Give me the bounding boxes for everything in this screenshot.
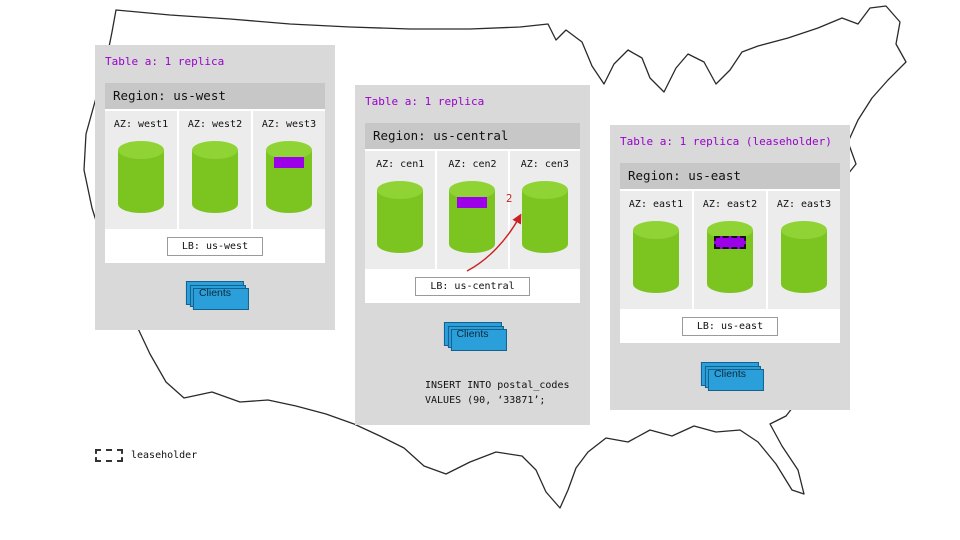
cylinder-icon — [633, 221, 679, 293]
az-column: AZ: west2 — [179, 111, 251, 229]
region-panel-us-central: Table a: 1 replica Region: us-central AZ… — [355, 85, 590, 425]
panel-title: Table a: 1 replica — [105, 55, 225, 68]
az-column: AZ: cen2 — [437, 151, 508, 269]
panel-title: Table a: 1 replica — [365, 95, 485, 108]
az-label: AZ: east2 — [702, 199, 758, 210]
cylinder-icon — [377, 181, 424, 253]
cylinder-icon — [521, 181, 568, 253]
database-cylinder — [449, 181, 496, 253]
arrow-step-number: 2 — [506, 193, 513, 205]
database-cylinder — [633, 221, 679, 293]
leaseholder-swatch-icon — [95, 449, 123, 462]
lb-row: LB: us-central — [365, 269, 580, 298]
az-label: AZ: west2 — [187, 119, 243, 130]
az-label: AZ: cen3 — [520, 159, 569, 170]
lb-row: LB: us-west — [105, 229, 325, 258]
cylinder-icon — [192, 141, 238, 213]
database-cylinder — [707, 221, 753, 293]
legend-label: leaseholder — [131, 450, 198, 461]
sql-line-1: INSERT INTO postal_codes — [425, 380, 570, 391]
sql-statement: INSERT INTO postal_codes VALUES (90, ‘33… — [425, 379, 570, 408]
az-grid: AZ: cen1 AZ: cen2 — [365, 151, 580, 269]
az-label: AZ: cen2 — [448, 159, 497, 170]
az-grid: AZ: west1 AZ: west2 — [105, 111, 325, 229]
az-label: AZ: east3 — [776, 199, 832, 210]
region-panel-us-east: Table a: 1 replica (leaseholder) Region:… — [610, 125, 850, 410]
panel-title: Table a: 1 replica (leaseholder) — [620, 135, 832, 148]
az-column: AZ: west3 — [253, 111, 325, 229]
region-panel-us-west: Table a: 1 replica Region: us-west AZ: w… — [95, 45, 335, 330]
az-grid: AZ: east1 AZ: east2 — [620, 191, 840, 309]
cylinder-icon — [707, 221, 753, 293]
az-label: AZ: cen1 — [376, 159, 425, 170]
load-balancer-label: LB: us-east — [681, 317, 779, 336]
az-column: AZ: cen3 — [509, 151, 580, 269]
cylinder-icon — [266, 141, 312, 213]
database-cylinder — [192, 141, 238, 213]
az-label: AZ: east1 — [628, 199, 684, 210]
replica-marker — [457, 197, 488, 208]
database-cylinder — [521, 181, 568, 253]
database-cylinder — [781, 221, 827, 293]
cylinder-icon — [781, 221, 827, 293]
region-card: Region: us-central AZ: cen1 AZ: cen2 — [365, 123, 580, 303]
cylinder-icon — [449, 181, 496, 253]
clients-button[interactable]: Clients — [185, 281, 250, 310]
region-card: Region: us-east AZ: east1 AZ: east2 — [620, 163, 840, 343]
load-balancer-label: LB: us-west — [166, 237, 264, 256]
region-label: Region: us-east — [620, 163, 840, 189]
az-label: AZ: west3 — [261, 119, 317, 130]
clients-button[interactable]: Clients — [443, 322, 507, 351]
az-column: AZ: west1 — [105, 111, 177, 229]
az-label: AZ: west1 — [113, 119, 169, 130]
az-column: AZ: east3 — [768, 191, 840, 309]
az-column: AZ: cen1 — [365, 151, 436, 269]
region-label: Region: us-west — [105, 83, 325, 109]
az-column: AZ: east1 — [620, 191, 692, 309]
az-column: AZ: east2 — [694, 191, 766, 309]
legend: leaseholder — [95, 449, 197, 462]
database-cylinder — [377, 181, 424, 253]
clients-button[interactable]: Clients — [700, 362, 765, 391]
replica-marker — [274, 157, 304, 168]
database-cylinder — [118, 141, 164, 213]
cylinder-icon — [118, 141, 164, 213]
region-label: Region: us-central — [365, 123, 580, 149]
sql-line-2: VALUES (90, ‘33871’; — [425, 394, 546, 406]
load-balancer-label: LB: us-central — [415, 277, 530, 296]
lb-row: LB: us-east — [620, 309, 840, 338]
region-card: Region: us-west AZ: west1 AZ: west2 — [105, 83, 325, 263]
leaseholder-marker — [714, 236, 746, 249]
database-cylinder — [266, 141, 312, 213]
